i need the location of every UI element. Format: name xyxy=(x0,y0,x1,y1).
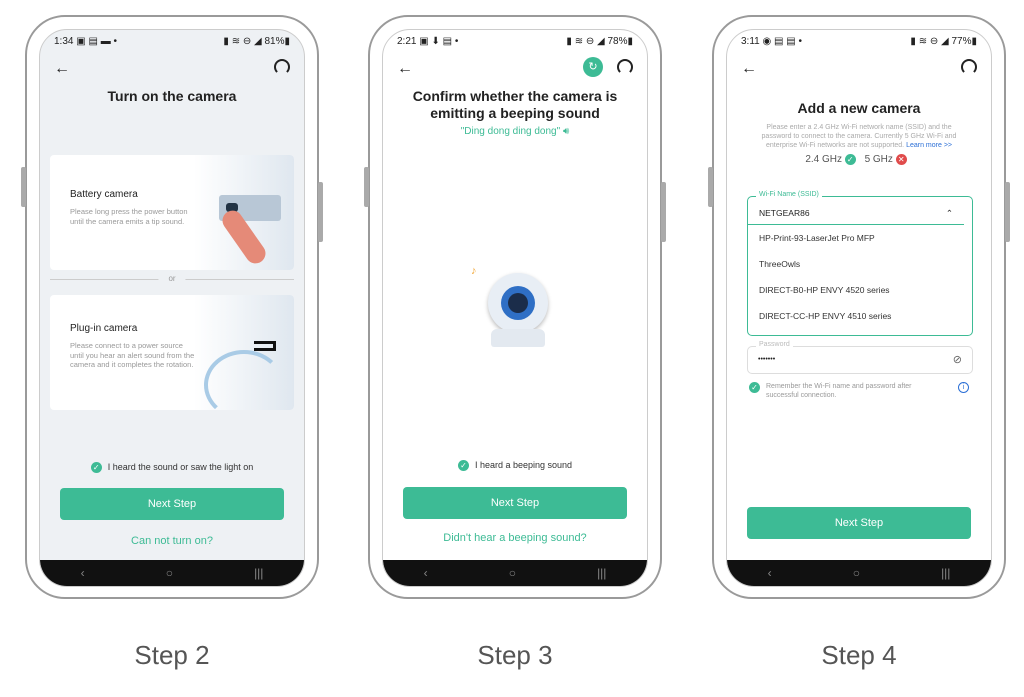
power-cable-illustration xyxy=(194,295,294,410)
screen: 1:34 ▣ ▤ ▬ • ▮ ≋ ⊖ ◢ 81%▮ ← Turn on the c… xyxy=(39,29,305,587)
chevron-up-icon[interactable]: ⌃ xyxy=(945,208,953,218)
heard-sound-checkbox[interactable]: ✓ I heard the sound or saw the light on xyxy=(40,462,304,474)
step-label: Step 2 xyxy=(134,640,210,670)
nav-home-icon[interactable]: ○ xyxy=(165,566,173,580)
page-title: Turn on the camera xyxy=(107,88,237,104)
status-bar: 3:11 ◉ ▤ ▤ • ▮ ≋ ⊖ ◢ 77%▮ xyxy=(727,30,991,52)
status-time: 1:34 xyxy=(54,36,74,47)
ssid-option[interactable]: DIRECT-B0-HP ENVY 4520 series xyxy=(759,285,890,295)
instructions-text: Please enter a 2.4 GHz Wi-Fi network nam… xyxy=(761,124,957,149)
volume-button xyxy=(21,167,26,207)
nav-recents-icon[interactable]: ||| xyxy=(597,566,607,580)
step-label: Step 3 xyxy=(477,640,553,670)
headset-support-icon[interactable] xyxy=(617,59,633,75)
power-button-press-illustration xyxy=(194,155,294,270)
checkbox-label: I heard a beeping sound xyxy=(474,460,573,470)
screen: 3:11 ◉ ▤ ▤ • ▮ ≋ ⊖ ◢ 77%▮ ← Add a new cam… xyxy=(726,29,992,587)
or-label: or xyxy=(158,274,186,283)
status-bar: 1:34 ▣ ▤ ▬ • ▮ ≋ ⊖ ◢ 81%▮ xyxy=(40,30,304,52)
back-arrow-icon[interactable]: ← xyxy=(741,60,757,77)
status-bar: 2:21 ▣ ⬇ ▤ • ▮ ≋ ⊖ ◢ 78%▮ xyxy=(383,30,647,52)
phone-step-4: 3:11 ◉ ▤ ▤ • ▮ ≋ ⊖ ◢ 77%▮ ← Add a new cam… xyxy=(708,15,1010,599)
nav-home-icon[interactable]: ○ xyxy=(508,566,516,580)
password-field[interactable]: Password ••••••• ⊘ xyxy=(747,341,973,374)
next-step-button[interactable]: Next Step xyxy=(403,487,627,519)
volume-button xyxy=(708,167,713,207)
supported-check-icon: ✓ xyxy=(844,154,856,165)
card-description: Please connect to a power source until y… xyxy=(70,341,195,369)
system-icons: ▮ ≋ ⊖ ◢ 81%▮ xyxy=(223,36,290,47)
nav-back-icon[interactable]: ‹ xyxy=(767,566,772,580)
card-title: Plug-in camera xyxy=(70,323,138,334)
headset-support-icon[interactable] xyxy=(274,59,290,75)
ssid-value: NETGEAR86 xyxy=(759,208,810,218)
cannot-turn-on-link[interactable]: Can not turn on? xyxy=(131,535,213,547)
system-icons: ▮ ≋ ⊖ ◢ 77%▮ xyxy=(910,36,977,47)
headset-support-icon[interactable] xyxy=(961,59,977,75)
heard-beeping-checkbox[interactable]: ✓ I heard a beeping sound xyxy=(383,460,647,472)
system-icons: ▮ ≋ ⊖ ◢ 78%▮ xyxy=(566,36,633,47)
ssid-option[interactable]: DIRECT-CC-HP ENVY 4510 series xyxy=(759,311,892,321)
volume-button xyxy=(364,167,369,207)
band-2-4ghz-label: 2.4 GHz xyxy=(805,154,842,166)
card-description: Please long press the power button until… xyxy=(70,207,188,226)
back-arrow-icon[interactable]: ← xyxy=(54,60,70,77)
status-time: 2:21 xyxy=(397,36,417,47)
page-title: Confirm whether the camera is emitting a… xyxy=(412,88,618,121)
page-title: Add a new camera xyxy=(797,100,921,116)
android-nav-bar: ‹ ○ ||| xyxy=(40,560,304,586)
screen: 2:21 ▣ ⬇ ▤ • ▮ ≋ ⊖ ◢ 78%▮ ← ↻ Confirm whe… xyxy=(382,29,648,587)
power-button xyxy=(1005,182,1010,242)
notification-icons: ▣ ⬇ ▤ • xyxy=(419,36,459,47)
back-arrow-icon[interactable]: ← xyxy=(397,60,413,77)
ssid-label: Wi-Fi Name (SSID) xyxy=(756,191,822,198)
refresh-icon[interactable]: ↻ xyxy=(583,57,603,77)
android-nav-bar: ‹ ○ ||| xyxy=(383,560,647,586)
notification-icons: ◉ ▤ ▤ • xyxy=(762,36,802,47)
password-label: Password xyxy=(756,341,793,348)
password-value: ••••••• xyxy=(758,356,776,363)
battery-camera-card[interactable]: Battery camera Please long press the pow… xyxy=(50,155,294,270)
notification-icons: ▣ ▤ ▬ • xyxy=(76,36,117,47)
plug-in-camera-card[interactable]: Plug-in camera Please connect to a power… xyxy=(50,295,294,410)
checkmark-icon: ✓ xyxy=(90,462,102,474)
ssid-option[interactable]: ThreeOwls xyxy=(759,259,801,269)
ssid-dropdown[interactable]: Wi-Fi Name (SSID) NETGEAR86 ⌃ HP-Print-93… xyxy=(747,191,973,336)
power-button xyxy=(661,182,666,242)
learn-more-link[interactable]: Learn more >> xyxy=(906,142,952,149)
nav-recents-icon[interactable]: ||| xyxy=(254,566,264,580)
speaker-icon[interactable]: 🔊︎ xyxy=(562,126,570,137)
next-step-button[interactable]: Next Step xyxy=(60,488,284,520)
next-step-button[interactable]: Next Step xyxy=(747,507,971,539)
checkmark-icon: ✓ xyxy=(457,460,469,472)
sound-hint: "Ding dong ding dong" xyxy=(460,126,561,137)
phone-step-2: 1:34 ▣ ▤ ▬ • ▮ ≋ ⊖ ◢ 81%▮ ← Turn on the c… xyxy=(21,15,323,599)
step-label: Step 4 xyxy=(821,640,897,670)
checkbox-label: I heard the sound or saw the light on xyxy=(107,462,254,472)
remember-checkbox[interactable]: ✓ Remember the Wi-Fi name and password a… xyxy=(749,382,969,400)
band-5ghz-label: 5 GHz xyxy=(864,154,893,166)
phone-step-3: 2:21 ▣ ⬇ ▤ • ▮ ≋ ⊖ ◢ 78%▮ ← ↻ Confirm whe… xyxy=(364,15,666,599)
nav-recents-icon[interactable]: ||| xyxy=(941,566,951,580)
eye-slash-icon[interactable]: ⊘ xyxy=(952,354,962,366)
ssid-option[interactable]: HP-Print-93-LaserJet Pro MFP xyxy=(759,233,875,243)
nav-back-icon[interactable]: ‹ xyxy=(423,566,428,580)
band-support: 2.4 GHz ✓ 5 GHz ✕ xyxy=(727,154,991,165)
no-beeping-link[interactable]: Didn't hear a beeping sound? xyxy=(443,532,587,544)
info-icon[interactable]: i xyxy=(958,382,969,393)
checkmark-icon: ✓ xyxy=(749,382,760,393)
android-nav-bar: ‹ ○ ||| xyxy=(727,560,991,586)
remember-label: Remember the Wi-Fi name and password aft… xyxy=(766,383,912,399)
card-title: Battery camera xyxy=(70,189,138,200)
power-button xyxy=(318,182,323,242)
music-note-icon: ♪ xyxy=(471,265,477,277)
status-time: 3:11 xyxy=(741,36,760,47)
divider: or xyxy=(50,274,294,283)
nav-back-icon[interactable]: ‹ xyxy=(80,566,85,580)
camera-illustration: ♪ xyxy=(471,265,555,355)
nav-home-icon[interactable]: ○ xyxy=(852,566,860,580)
unsupported-x-icon: ✕ xyxy=(895,154,907,165)
